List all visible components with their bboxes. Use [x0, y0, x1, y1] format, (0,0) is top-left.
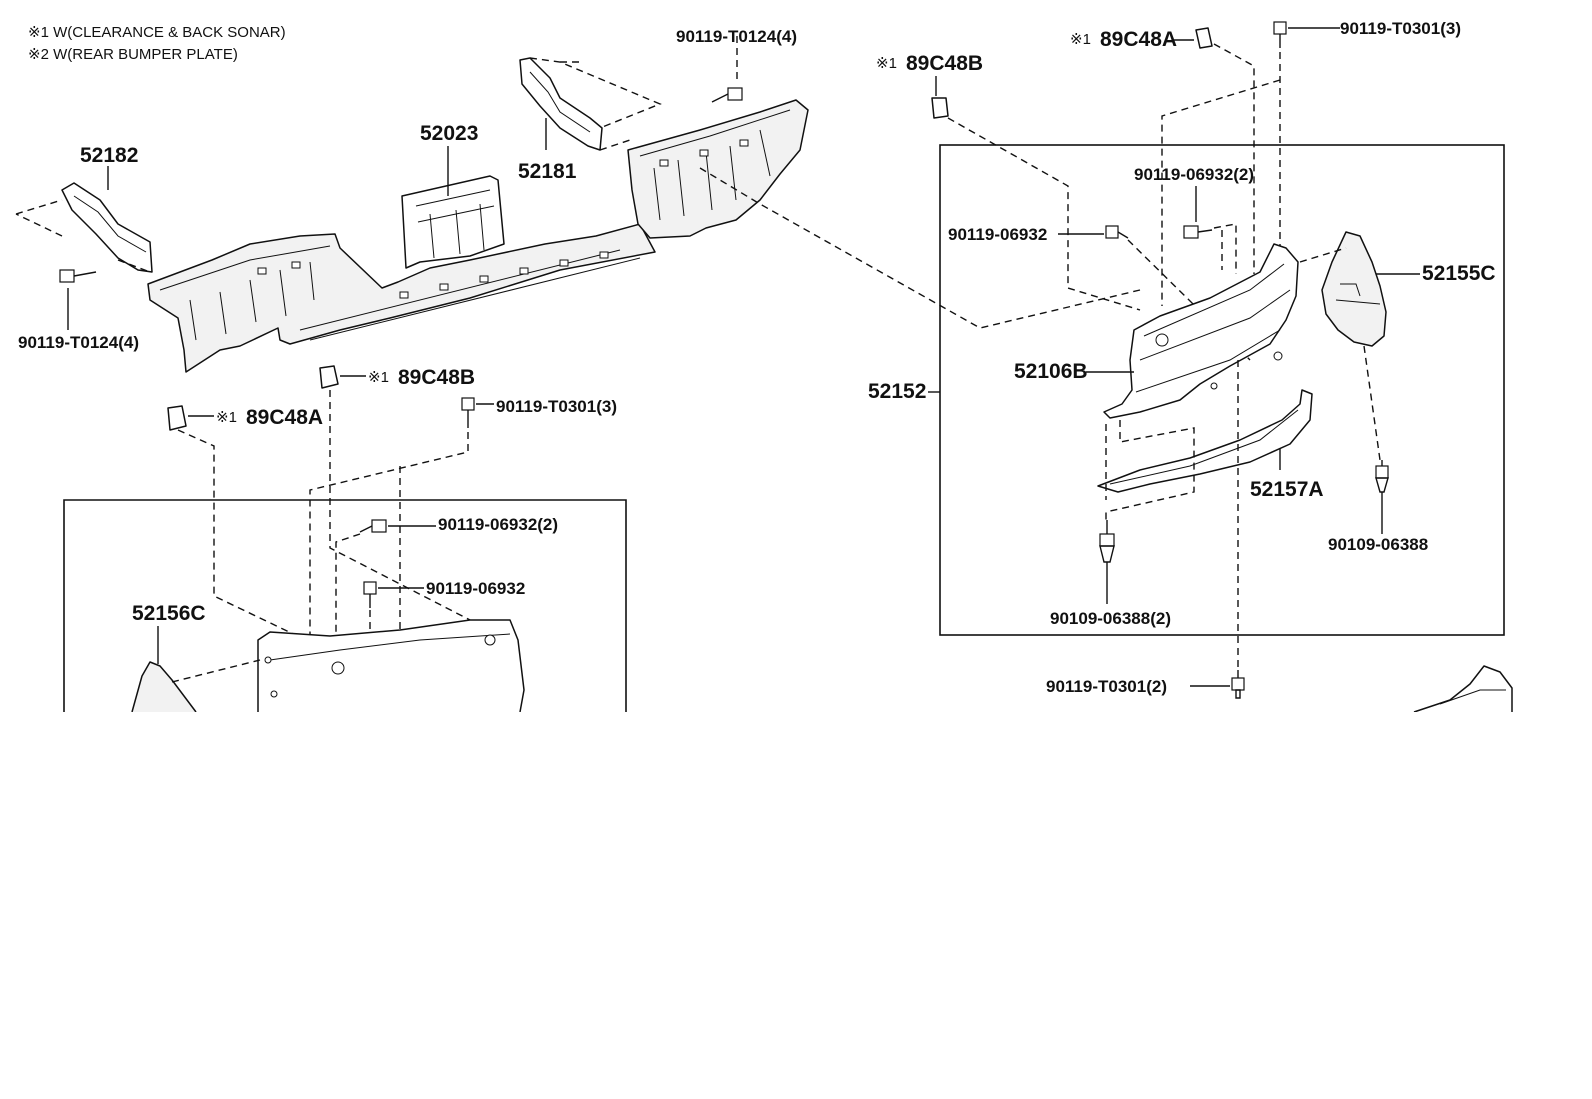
- bolt-90119-T0124-left: [59, 269, 97, 330]
- callout-90119-T0124-top: 90119-T0124(4): [676, 27, 797, 46]
- callout-89C48B-right: 89C48B: [906, 52, 983, 75]
- callout-52157A: 52157A: [1250, 478, 1324, 501]
- clip-89C48B-left: ※1 89C48B: [319, 365, 475, 621]
- callout-90109-06388-right: 90109-06388: [1328, 535, 1428, 554]
- callout-90119-06932-2-left: 90119-06932(2): [438, 515, 558, 534]
- callout-90119-06932-left: 90119-06932: [426, 579, 525, 598]
- callout-89C48A-right: 89C48A: [1100, 28, 1177, 51]
- callout-89C48B-left: 89C48B: [398, 366, 475, 389]
- notes-legend: ※1 W(CLEARANCE & BACK SONAR) ※2 W(REAR B…: [28, 22, 286, 66]
- callout-89C48A-left: 89C48A: [246, 406, 323, 429]
- callout-52182: 52182: [80, 144, 138, 167]
- callout-52181: 52181: [518, 160, 577, 183]
- callout-90119-06932-2-right: 90119-06932(2): [1134, 165, 1254, 184]
- rear-bumper-partial: [1413, 665, 1513, 713]
- bracket-52181: [519, 57, 662, 151]
- bracket-52182: [15, 182, 153, 273]
- callout-90119-T0301-right: 90119-T0301(3): [1340, 19, 1461, 38]
- callout-90119-T0301-2: 90119-T0301(2): [1046, 677, 1167, 696]
- bolt-90119-T0301-left: [309, 397, 494, 642]
- callout-52023: 52023: [420, 122, 478, 145]
- bolt-90119-06932-right: [1105, 225, 1251, 361]
- bolt-90119-T0301-right: 90119-T0301(3): [1161, 19, 1461, 306]
- svg-text:※1: ※1: [216, 409, 237, 426]
- retainer-52155C: [1321, 231, 1387, 347]
- clip-89C48A-right: ※1 89C48A: [1070, 27, 1255, 274]
- note-1: ※1 W(CLEARANCE & BACK SONAR): [28, 24, 286, 41]
- reinforcement-52106B: [1103, 243, 1299, 419]
- clip-89C48A-left: ※1 89C48A: [167, 405, 323, 643]
- svg-text:※1: ※1: [1070, 31, 1091, 48]
- callout-52106B: 52106B: [1014, 360, 1088, 383]
- group-box-left: [63, 499, 627, 712]
- note-2: ※2 W(REAR BUMPER PLATE): [28, 46, 238, 63]
- bolt-90119-T0124-top: [711, 36, 743, 103]
- callout-90119-T0301-left: 90119-T0301(3): [496, 397, 617, 416]
- blank-area: [0, 712, 1592, 1099]
- callout-52155C: 52155C: [1422, 262, 1496, 285]
- retainer-52156C: [131, 659, 261, 713]
- bolt-90119-06932-2-left: [335, 519, 436, 636]
- bolt-90109-06388-right: [1375, 460, 1389, 534]
- reinforcement-left-partial: [257, 619, 525, 713]
- callout-52152: 52152: [868, 380, 926, 403]
- reinforcement-52157A: [1097, 389, 1313, 520]
- callout-90119-T0124-left: 90119-T0124(4): [18, 333, 139, 352]
- callout-52156C: 52156C: [132, 602, 206, 625]
- bolt-90109-06388-2: [1099, 520, 1115, 604]
- callout-90109-06388-2: 90109-06388(2): [1050, 609, 1171, 628]
- svg-text:※1: ※1: [876, 55, 897, 72]
- callout-90119-06932-right: 90119-06932: [948, 225, 1047, 244]
- bolt-90119-T0301-2: [1190, 670, 1245, 699]
- clip-89C48B-right: ※1 89C48B: [876, 52, 1141, 311]
- crossmember-52023: [147, 99, 809, 373]
- bolt-90119-06932-2-right: [1183, 223, 1237, 274]
- svg-text:※1: ※1: [368, 369, 389, 386]
- group-box-52152: [939, 144, 1505, 636]
